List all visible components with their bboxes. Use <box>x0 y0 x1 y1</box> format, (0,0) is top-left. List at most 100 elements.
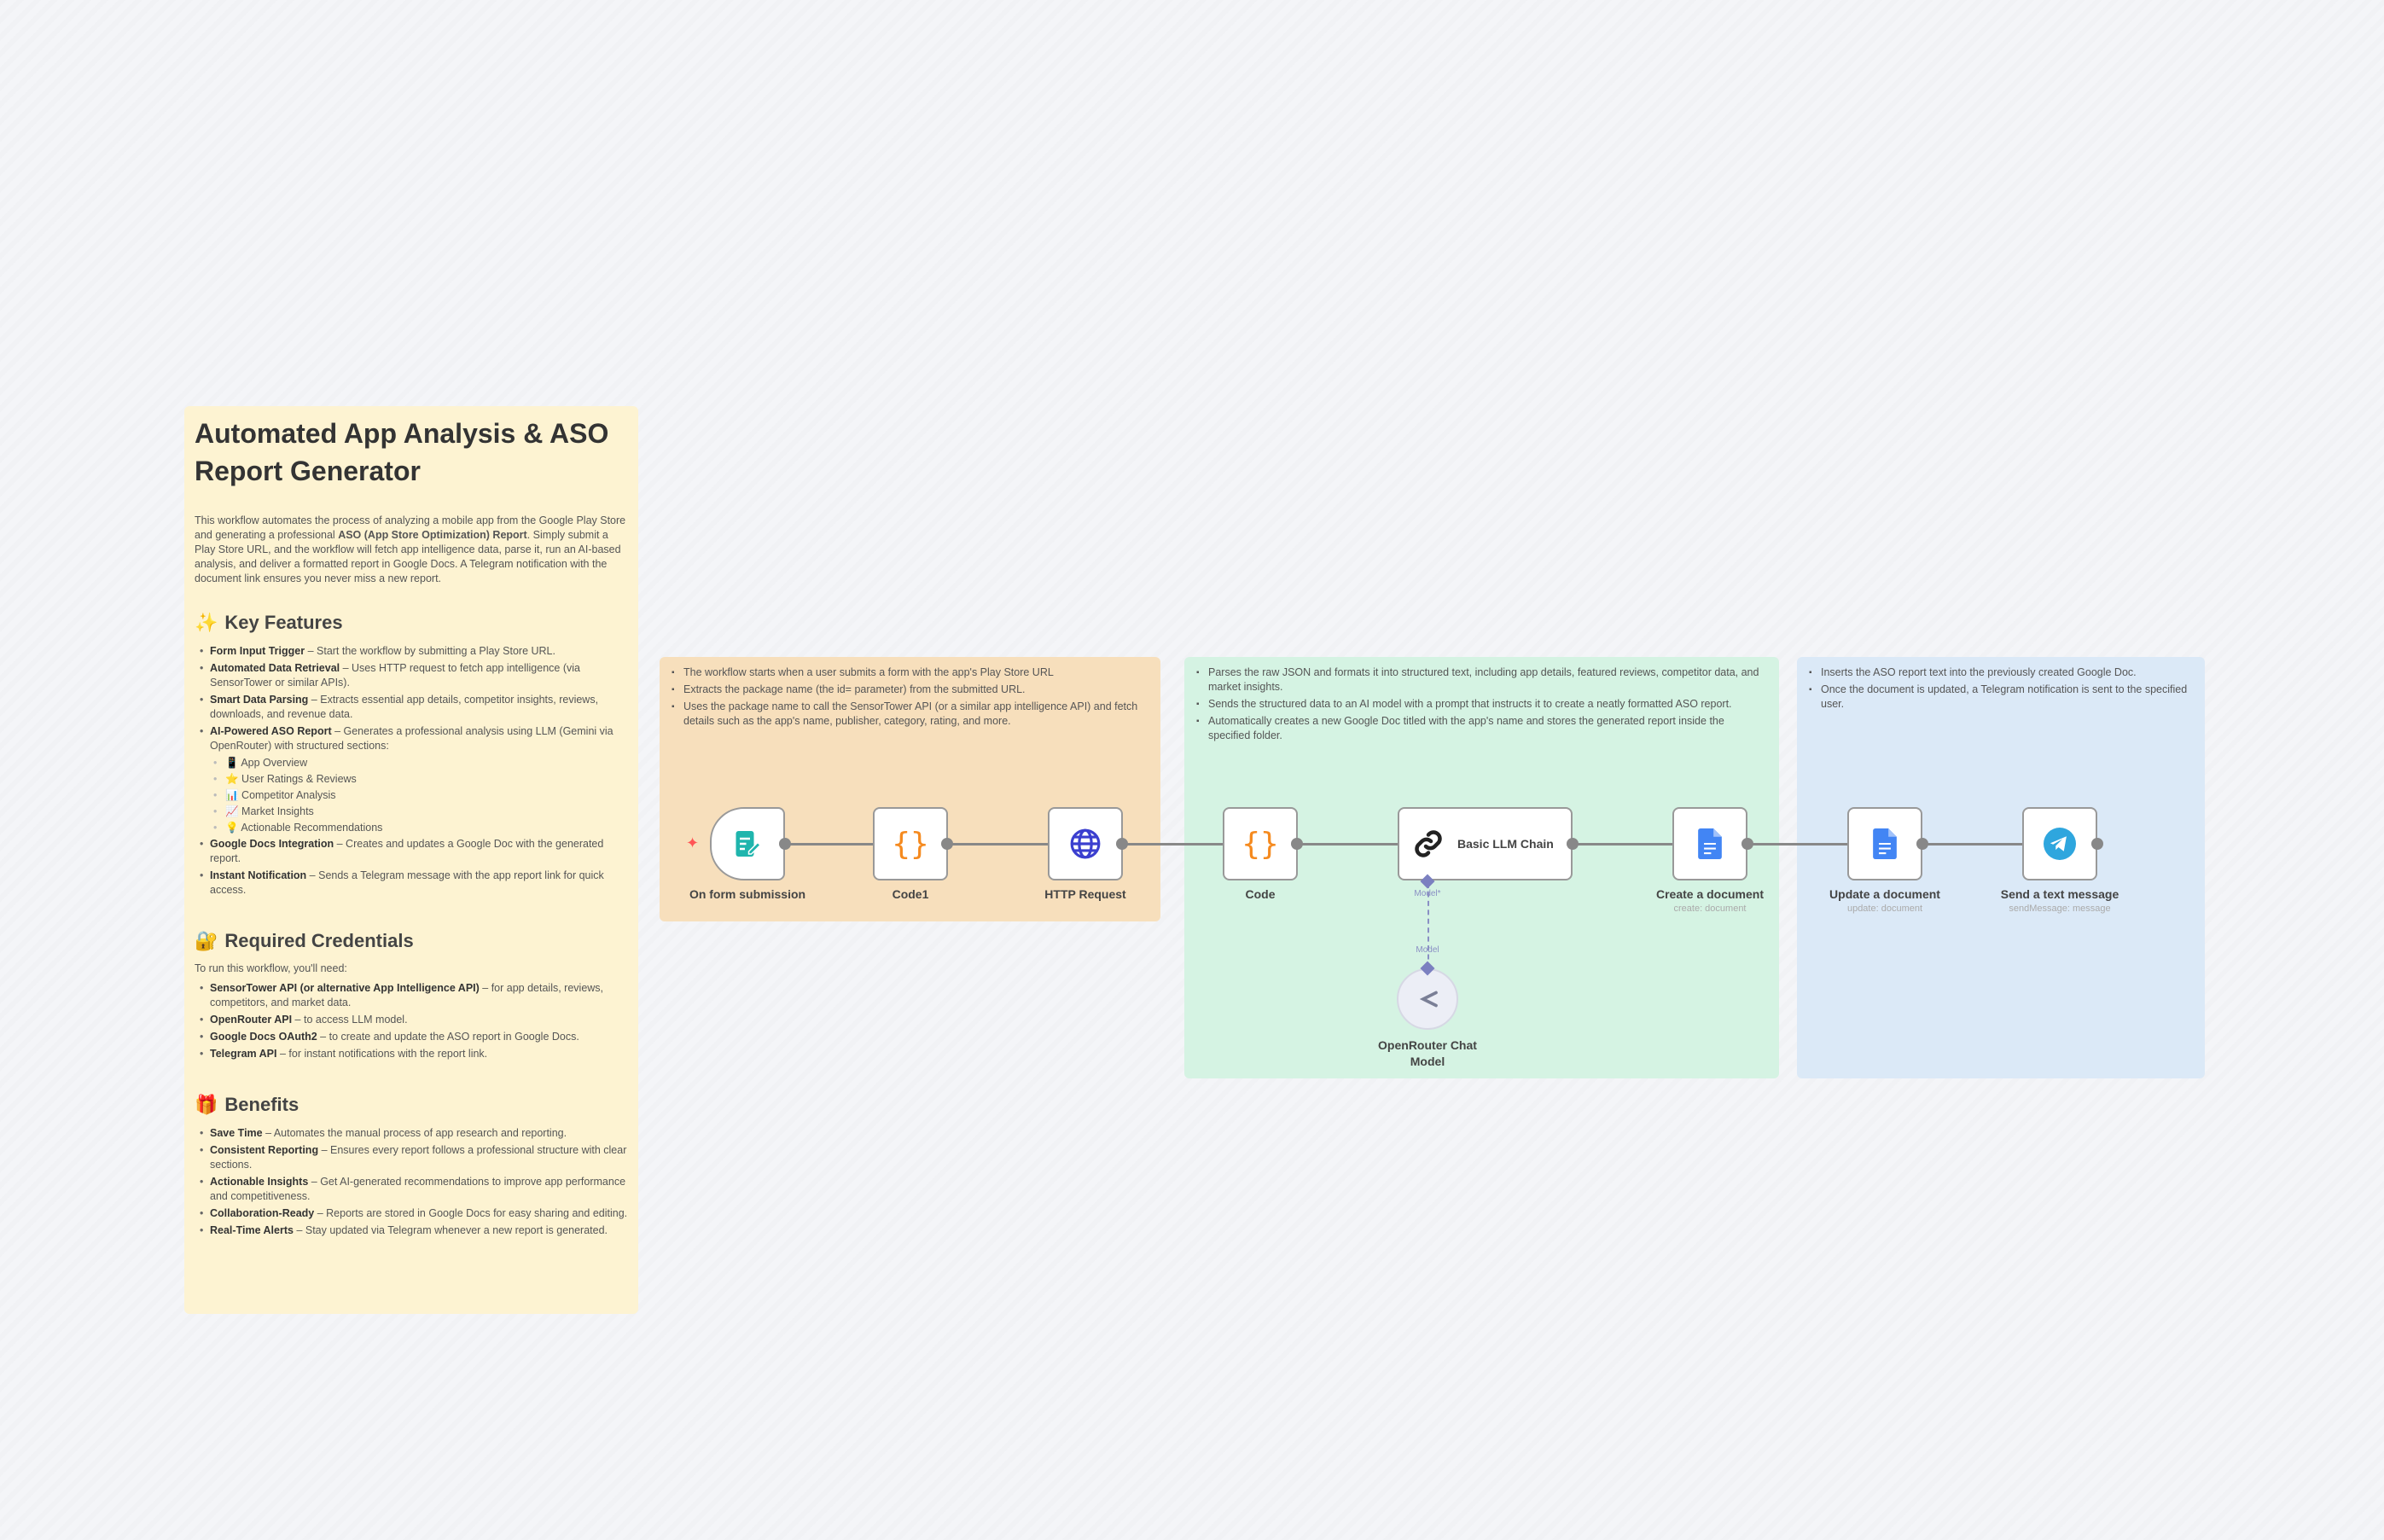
output-handle[interactable] <box>1741 838 1753 850</box>
trigger-bolt-icon: ✦ <box>686 834 700 851</box>
item-title: Consistent Reporting <box>210 1144 319 1156</box>
item-title: Form Input Trigger <box>210 645 305 657</box>
openrouter-icon <box>1419 991 1438 1008</box>
item-text: – Generates a professional analysis usin… <box>210 725 613 752</box>
connection[interactable] <box>1297 843 1398 846</box>
item-text: – Creates and updates a Google Doc with … <box>210 838 604 864</box>
note-item: Sends the structured data to an AI model… <box>1196 697 1767 712</box>
output-handle[interactable] <box>941 838 953 850</box>
section-item: ⭐ User Ratings & Reviews <box>195 772 628 787</box>
item-text: – Get AI-generated recommendations to im… <box>210 1176 626 1202</box>
note-item: Automatically creates a new Google Doc t… <box>1196 714 1767 743</box>
item-text: – Sends a Telegram message with the app … <box>210 869 604 896</box>
item-title: Actionable Insights <box>210 1176 309 1188</box>
node-http-request[interactable] <box>1048 807 1123 880</box>
list-item: Save Time – Automates the manual process… <box>195 1126 628 1141</box>
item-title: Automated Data Retrieval <box>210 662 340 674</box>
code-braces-icon: {} <box>892 826 929 862</box>
port-label: Model* <box>1414 889 1441 898</box>
item-title: Smart Data Parsing <box>210 694 309 706</box>
connection[interactable] <box>947 843 1048 846</box>
list-item: Instant Notification – Sends a Telegram … <box>195 869 628 898</box>
output-handle[interactable] <box>779 838 791 850</box>
google-docs-icon <box>1873 828 1897 859</box>
node-create-document[interactable] <box>1672 807 1747 880</box>
benefits-section: 🎁Benefits Save Time – Automates the manu… <box>195 1094 628 1238</box>
list-item: Collaboration-Ready – Reports are stored… <box>195 1206 628 1221</box>
item-title: Telegram API <box>210 1048 277 1060</box>
item-text: – Reports are stored in Google Docs for … <box>314 1207 628 1219</box>
features-list: Form Input Trigger – Start the workflow … <box>195 644 628 898</box>
connection[interactable] <box>1747 843 1847 846</box>
connection[interactable] <box>1122 843 1223 846</box>
list-item: Smart Data Parsing – Extracts essential … <box>195 693 628 722</box>
list-item: AI-Powered ASO Report – Generates a prof… <box>195 724 628 753</box>
item-title: Google Docs Integration <box>210 838 334 850</box>
item-title: SensorTower API (or alternative App Inte… <box>210 982 480 994</box>
connection[interactable] <box>785 843 873 846</box>
benefits-heading: 🎁Benefits <box>195 1094 628 1116</box>
node-code1[interactable]: {} <box>873 807 948 880</box>
item-text: – Automates the manual process of app re… <box>262 1127 567 1139</box>
credentials-lead: To run this workflow, you'll need: <box>195 962 347 974</box>
output-handle[interactable] <box>1567 838 1579 850</box>
node-basic-llm-chain[interactable]: Basic LLM Chain <box>1398 807 1573 880</box>
node-update-document[interactable] <box>1847 807 1922 880</box>
key-features-section: ✨Key Features Form Input Trigger – Start… <box>195 612 628 898</box>
list-item: Form Input Trigger – Start the workflow … <box>195 644 628 659</box>
globe-icon <box>1070 828 1101 859</box>
node-title: Basic LLM Chain <box>1457 837 1554 851</box>
page-title: Automated App Analysis & ASO Report Gene… <box>195 418 609 486</box>
model-connection[interactable] <box>1427 883 1429 968</box>
item-title: Google Docs OAuth2 <box>210 1031 317 1043</box>
node-label-text: Create a document <box>1655 887 1765 901</box>
item-title: AI-Powered ASO Report <box>210 725 332 737</box>
section-item: 📊 Competitor Analysis <box>195 788 628 803</box>
output-handle[interactable] <box>1916 838 1928 850</box>
node-subtitle: create: document <box>1673 904 1747 914</box>
list-item: Actionable Insights – Get AI-generated r… <box>195 1175 628 1204</box>
list-item: Consistent Reporting – Ensures every rep… <box>195 1143 628 1172</box>
lock-icon: 🔐 <box>195 930 218 951</box>
form-icon <box>736 831 762 857</box>
item-text: – Uses HTTP request to fetch app intelli… <box>210 662 580 689</box>
list-item: OpenRouter API – to access LLM model. <box>195 1013 628 1027</box>
item-title: Real-Time Alerts <box>210 1224 294 1236</box>
note-item: Uses the package name to call the Sensor… <box>672 700 1148 729</box>
code-braces-icon: {} <box>1241 826 1279 862</box>
chain-link-icon <box>1415 830 1442 857</box>
list-item: Google Docs Integration – Creates and up… <box>195 837 628 866</box>
note-item: Once the document is updated, a Telegram… <box>1809 683 2193 712</box>
gift-icon: 🎁 <box>195 1094 218 1115</box>
item-text: – to access LLM model. <box>292 1014 408 1026</box>
sections-list: 📱 App Overview⭐ User Ratings & Reviews📊 … <box>195 756 628 835</box>
item-title: OpenRouter API <box>210 1014 293 1026</box>
node-label: Create a document create: document <box>1616 887 1804 914</box>
output-handle[interactable] <box>1116 838 1128 850</box>
item-text: – for instant notifications with the rep… <box>276 1048 488 1060</box>
list-item: Automated Data Retrieval – Uses HTTP req… <box>195 661 628 690</box>
credentials-section: 🔐Required Credentials To run this workfl… <box>195 930 628 1061</box>
description-text: . Simply submit a Play Store URL, and th… <box>195 529 621 584</box>
item-text: – Extracts essential app details, compet… <box>210 694 599 720</box>
item-title: Collaboration-Ready <box>210 1207 315 1219</box>
google-docs-icon <box>1698 828 1722 859</box>
output-handle[interactable] <box>2091 838 2103 850</box>
connection[interactable] <box>1922 843 2022 846</box>
node-send-text-message[interactable] <box>2022 807 2097 880</box>
node-code[interactable]: {} <box>1223 807 1298 880</box>
item-title: Instant Notification <box>210 869 307 881</box>
item-text: – Ensures every report follows a profess… <box>210 1144 627 1171</box>
output-handle[interactable] <box>1291 838 1303 850</box>
section-item: 📈 Market Insights <box>195 805 628 819</box>
connection[interactable] <box>1573 843 1672 846</box>
heading-text: Key Features <box>224 612 343 633</box>
node-openrouter-chat-model[interactable] <box>1397 968 1458 1030</box>
node-label: HTTP Request <box>1044 887 1126 901</box>
sticky-note-input[interactable]: The workflow starts when a user submits … <box>660 657 1160 921</box>
key-features-heading: ✨Key Features <box>195 612 628 634</box>
sticky-note-overview[interactable]: Automated App Analysis & ASO Report Gene… <box>184 406 638 1314</box>
node-on-form-submission[interactable] <box>710 807 785 880</box>
